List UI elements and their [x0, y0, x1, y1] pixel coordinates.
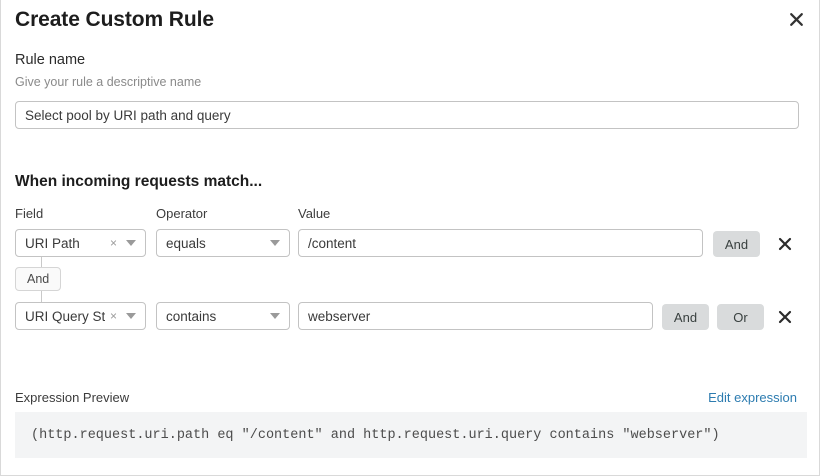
condition-group-and-chip[interactable]: And	[15, 267, 62, 291]
close-icon[interactable]	[783, 6, 809, 32]
page-title: Create Custom Rule	[15, 8, 214, 31]
condition-row-1-field-value: URI Path	[25, 235, 80, 251]
column-header-value: Value	[298, 206, 331, 221]
condition-row-2-operator-value: contains	[166, 308, 217, 324]
expression-preview-code: (http.request.uri.path eq "/content" and…	[31, 427, 720, 443]
condition-row-2-field-clear-icon[interactable]: ×	[109, 309, 117, 323]
column-header-operator: Operator	[156, 206, 208, 221]
rule-name-description: Give your rule a descriptive name	[15, 75, 202, 89]
condition-row-2-delete-icon[interactable]	[775, 307, 795, 327]
rule-name-input[interactable]	[15, 101, 799, 129]
condition-row-1-delete-icon[interactable]	[775, 234, 795, 254]
chevron-down-icon	[270, 313, 280, 319]
conditions-heading: When incoming requests match...	[15, 173, 263, 190]
condition-row-1-field-select[interactable]: URI Path ×	[15, 229, 146, 257]
condition-row-1-operator-select[interactable]: equals	[156, 229, 290, 257]
column-header-field: Field	[15, 206, 44, 221]
condition-row-1-and-button[interactable]: And	[713, 231, 760, 257]
condition-row-2-operator-select[interactable]: contains	[156, 302, 290, 330]
chevron-down-icon	[270, 240, 280, 246]
edit-expression-link[interactable]: Edit expression	[708, 390, 797, 405]
condition-row-1-value-input[interactable]	[298, 229, 703, 257]
chevron-down-icon	[126, 313, 136, 319]
condition-row-2-and-button[interactable]: And	[662, 304, 709, 330]
expression-preview-label: Expression Preview	[15, 390, 130, 405]
condition-row-1-operator-value: equals	[166, 235, 206, 251]
condition-row-2-field-select[interactable]: URI Query St... ×	[15, 302, 146, 330]
condition-row-2-field-value: URI Query St...	[25, 308, 105, 324]
condition-row-1-field-clear-icon[interactable]: ×	[109, 236, 117, 250]
condition-row-2-value-input[interactable]	[298, 302, 653, 330]
expression-preview-box: (http.request.uri.path eq "/content" and…	[15, 412, 807, 458]
condition-row-2-or-button[interactable]: Or	[717, 304, 764, 330]
rule-name-label: Rule name	[15, 52, 86, 68]
chevron-down-icon	[126, 240, 136, 246]
